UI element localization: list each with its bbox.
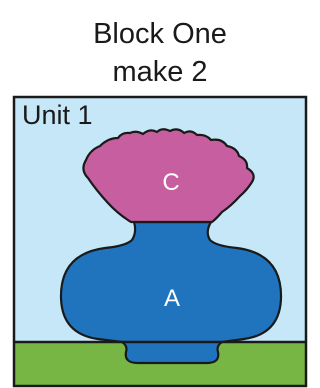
block-subtitle: make 2 <box>112 56 208 88</box>
shape-label-a: A <box>164 285 180 312</box>
shape-label-c: C <box>162 169 179 196</box>
flower-shape-c <box>82 128 255 224</box>
vase-shape-a <box>59 220 283 365</box>
unit-label: Unit 1 <box>22 100 93 130</box>
block-title: Block One <box>93 18 227 50</box>
block-border <box>12 95 308 388</box>
